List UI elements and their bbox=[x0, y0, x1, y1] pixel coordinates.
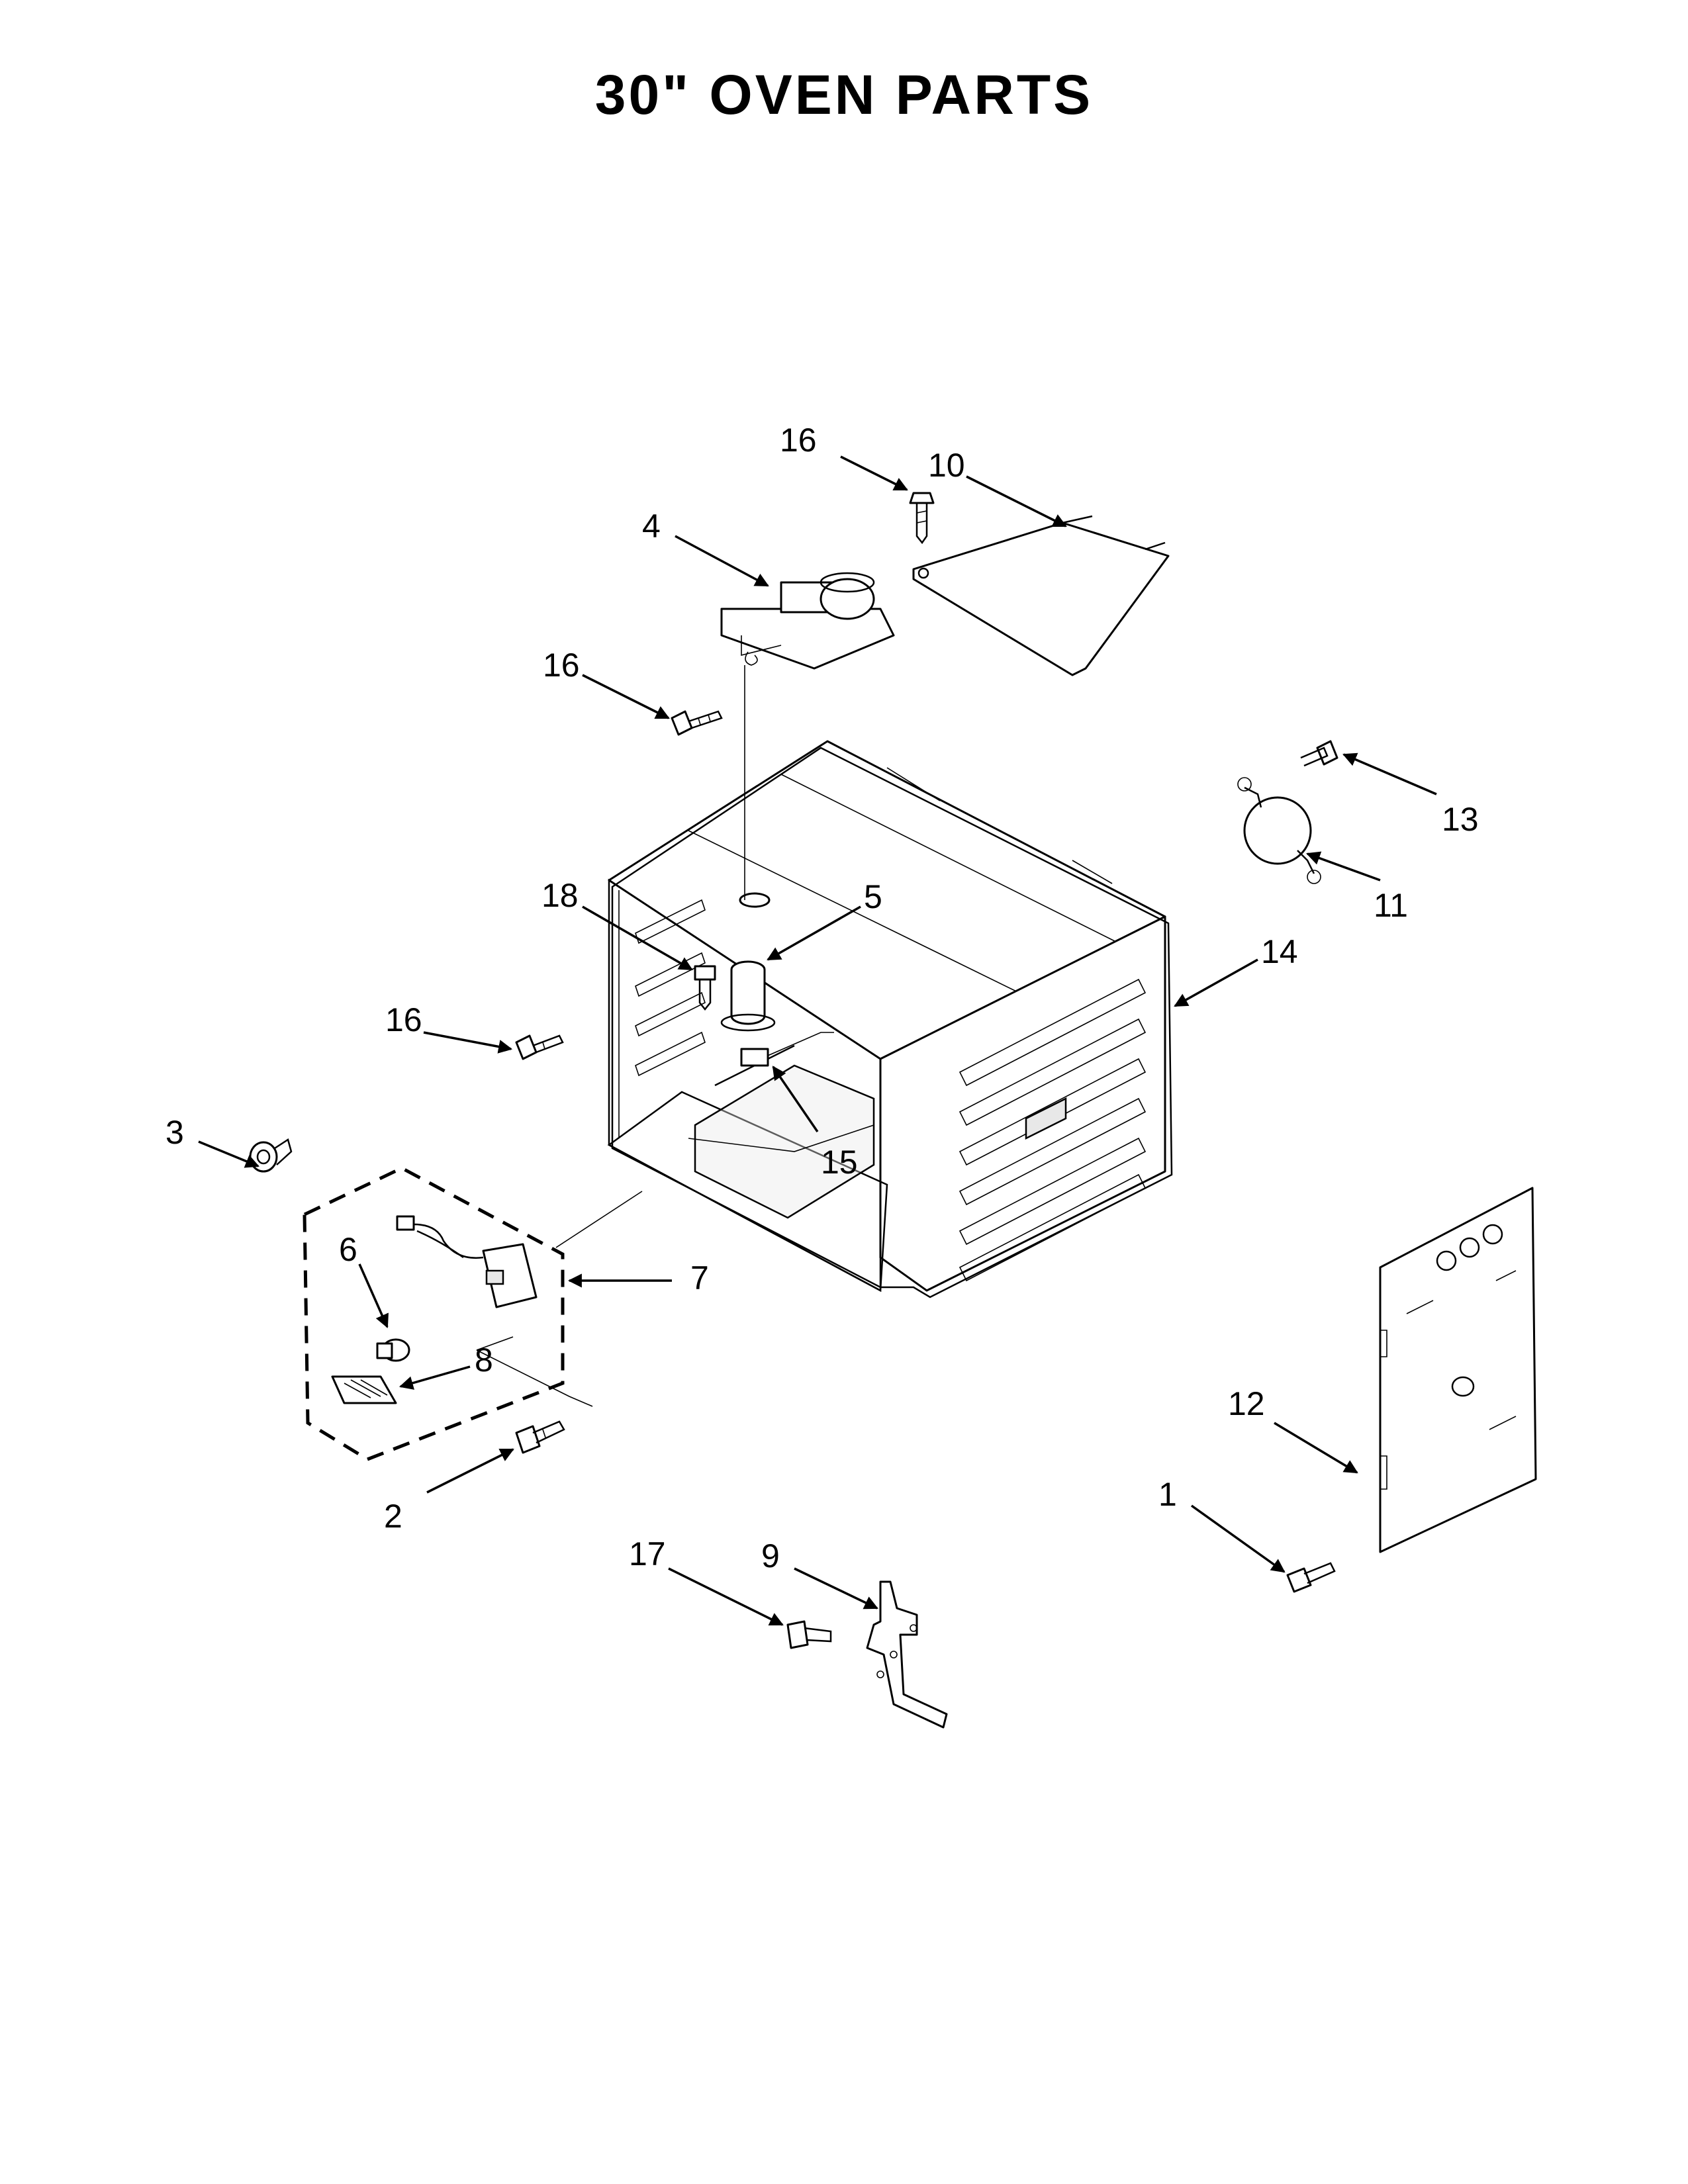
knob-part-3 bbox=[249, 1138, 293, 1173]
callout-9: 9 bbox=[761, 1537, 780, 1574]
mounting-bracket-plate bbox=[912, 515, 1170, 676]
callout-6: 6 bbox=[339, 1231, 357, 1268]
light-bulb bbox=[376, 1338, 410, 1362]
callout-17: 17 bbox=[629, 1535, 666, 1572]
callout-13: 13 bbox=[1442, 801, 1479, 838]
screw-1 bbox=[1286, 1562, 1336, 1593]
callout-16-mid-left: 16 bbox=[385, 1001, 422, 1038]
rack-supports-right bbox=[959, 978, 1147, 1282]
callout-14: 14 bbox=[1261, 933, 1298, 970]
callout-18: 18 bbox=[541, 877, 579, 914]
callout-arrows bbox=[198, 455, 1437, 1626]
callout-8: 8 bbox=[475, 1342, 493, 1379]
wire-connector bbox=[396, 1215, 415, 1231]
callout-15: 15 bbox=[821, 1144, 858, 1181]
page-title: 30" OVEN PARTS bbox=[594, 64, 1094, 126]
screw-left-upper bbox=[671, 710, 723, 736]
callout-10: 10 bbox=[928, 447, 965, 484]
callout-5: 5 bbox=[864, 878, 882, 915]
light-socket bbox=[720, 960, 776, 1032]
callout-12: 12 bbox=[1228, 1385, 1265, 1422]
rear-panel bbox=[1379, 1187, 1537, 1553]
screw-18 bbox=[694, 965, 716, 1011]
callout-16-upper-left: 16 bbox=[543, 647, 580, 684]
hinge-bracket bbox=[866, 1580, 948, 1729]
callout-7: 7 bbox=[690, 1259, 709, 1297]
screw-2 bbox=[515, 1420, 565, 1454]
callout-1: 1 bbox=[1158, 1476, 1177, 1513]
callout-3: 3 bbox=[165, 1114, 184, 1151]
screw-left-mid bbox=[515, 1034, 564, 1060]
callout-16-top: 16 bbox=[780, 422, 817, 459]
oven-cavity bbox=[555, 665, 1173, 1298]
thermostat-11 bbox=[1237, 777, 1321, 884]
screw-17 bbox=[786, 1620, 832, 1649]
callout-4: 4 bbox=[642, 508, 661, 545]
callout-2: 2 bbox=[384, 1498, 402, 1535]
temperature-sensor bbox=[714, 1032, 834, 1087]
door-latch-assembly bbox=[720, 572, 895, 670]
screw-top bbox=[909, 492, 935, 545]
thermal-cutout bbox=[739, 892, 771, 908]
light-assembly-group bbox=[303, 1166, 593, 1461]
screw-13 bbox=[1300, 740, 1338, 767]
callout-11: 11 bbox=[1374, 887, 1408, 924]
light-lens bbox=[331, 1375, 397, 1404]
light-housing bbox=[482, 1243, 538, 1308]
